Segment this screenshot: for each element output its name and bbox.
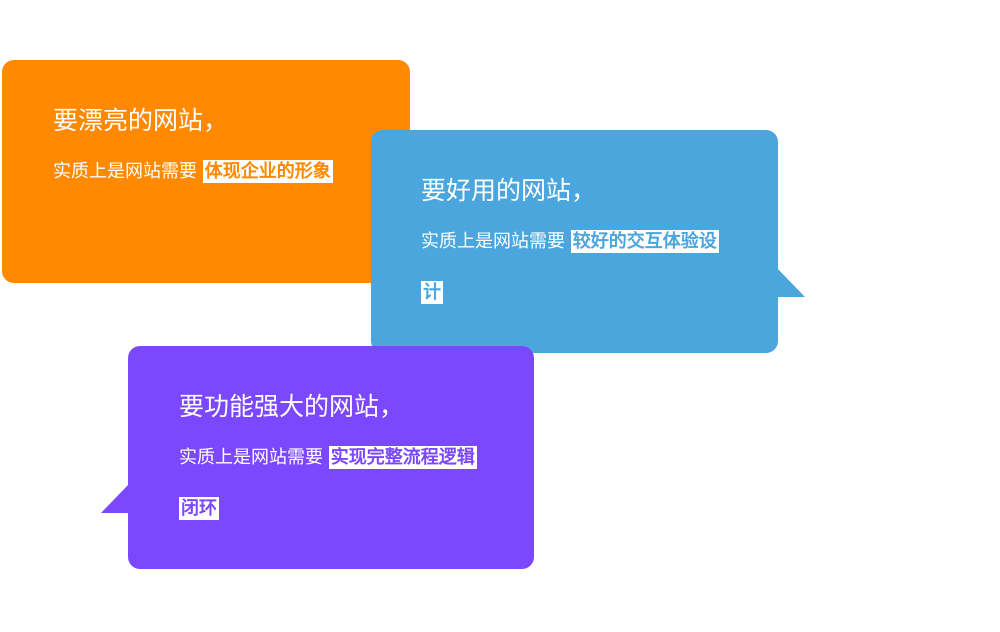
bubble-prefix: 实质上是网站需要	[53, 161, 197, 182]
bubble-prefix: 实质上是网站需要	[179, 447, 323, 468]
bubble-body: 实质上是网站需要 实现完整流程逻辑闭环	[179, 432, 479, 534]
speech-bubble-blue: 要好用的网站， 实质上是网站需要 较好的交互体验设计	[371, 130, 805, 353]
speech-bubble-purple: 要功能强大的网站， 实质上是网站需要 实现完整流程逻辑闭环	[101, 346, 534, 569]
bubble-body: 实质上是网站需要 体现企业的形象	[53, 146, 353, 197]
bubble-highlight: 体现企业的形象	[202, 160, 333, 183]
bubble-prefix: 实质上是网站需要	[421, 231, 565, 252]
bubble-body: 实质上是网站需要 较好的交互体验设计	[421, 216, 721, 318]
bubble-tail-left	[101, 484, 129, 513]
speech-bubble-orange: 要漂亮的网站， 实质上是网站需要 体现企业的形象	[2, 60, 410, 283]
bubble-heading: 要好用的网站，	[421, 176, 597, 205]
bubble-heading: 要漂亮的网站，	[53, 106, 229, 135]
bubble-heading: 要功能强大的网站，	[179, 392, 405, 421]
bubble-tail-right	[777, 268, 805, 297]
